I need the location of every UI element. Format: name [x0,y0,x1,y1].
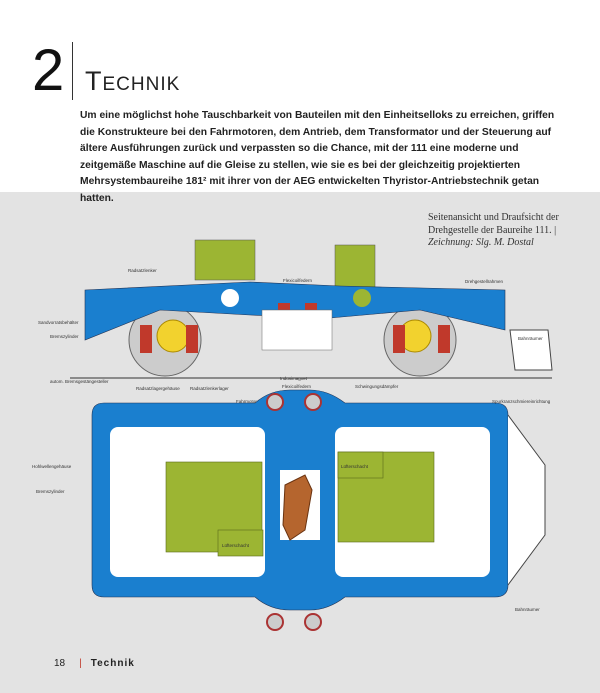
top-view: Fahrmotor Spurkranzschmiereinrichtung Ho… [32,389,551,631]
label-flexicoil-top: Flexicoilfedern [283,278,313,283]
footer-section: Technik [90,658,135,669]
label-indusimagnet: Indusimagnet [280,376,308,381]
label-hohlwelle: Hohlwellengehäuse [32,464,72,469]
label-radsatzlagergehaeuse: Radsatzlagergehäuse [136,386,180,391]
label-fahrmotor: Fahrmotor [236,399,257,404]
page-footer: 18 | Technik [54,658,135,669]
label-bremszylinder-top: Bremszylinder [50,334,79,339]
chapter-number: 2 [32,38,65,103]
label-bahnraeumer-top: Bahnräumer [518,336,543,341]
label-radsatzlenkerlager: Radsatzlenkerlager [190,386,229,391]
label-flexicoil-mid: Flexicoilfedern [282,384,312,389]
page-title: Technik [85,66,181,96]
label-luefter-right: Lüfterschacht [341,464,369,469]
caption-text: Seitenansicht und Draufsicht der Drehges… [428,212,559,236]
label-luefter-left: Lüfterschacht [222,543,250,548]
label-radsatzlenker: Radsatzlenker [128,268,157,273]
label-bahnraeumer-bottom: Bahnräumer [515,607,540,612]
label-schwingungsdaempfer: Schwingungsdämpfer [355,384,399,389]
label-bremszylinder-bottom: Bremszylinder [36,489,65,494]
label-spurkranz: Spurkranzschmiereinrichtung [492,399,551,404]
label-drehgestellrahmen: Drehgestellrahmen [465,279,504,284]
label-sandvorrat: Sandvorratsbehälter [38,320,79,325]
bogie-drawing: Radsatzlenker Flexicoilfedern Drehgestel… [32,239,553,631]
label-bremsgestaenge: autom. Bremsgestängesteller [50,379,109,384]
header-band [0,0,600,192]
divider [72,42,73,100]
side-view: Radsatzlenker Flexicoilfedern Drehgestel… [38,239,553,391]
intro-paragraph: Um eine möglichst hohe Tauschbarkeit von… [80,110,555,204]
figure-caption: Seitenansicht und Draufsicht der Drehges… [428,212,578,250]
caption-credit: Zeichnung: Slg. M. Dostal [428,237,534,248]
footer-separator: | [79,658,82,669]
page-number: 18 [54,658,66,669]
